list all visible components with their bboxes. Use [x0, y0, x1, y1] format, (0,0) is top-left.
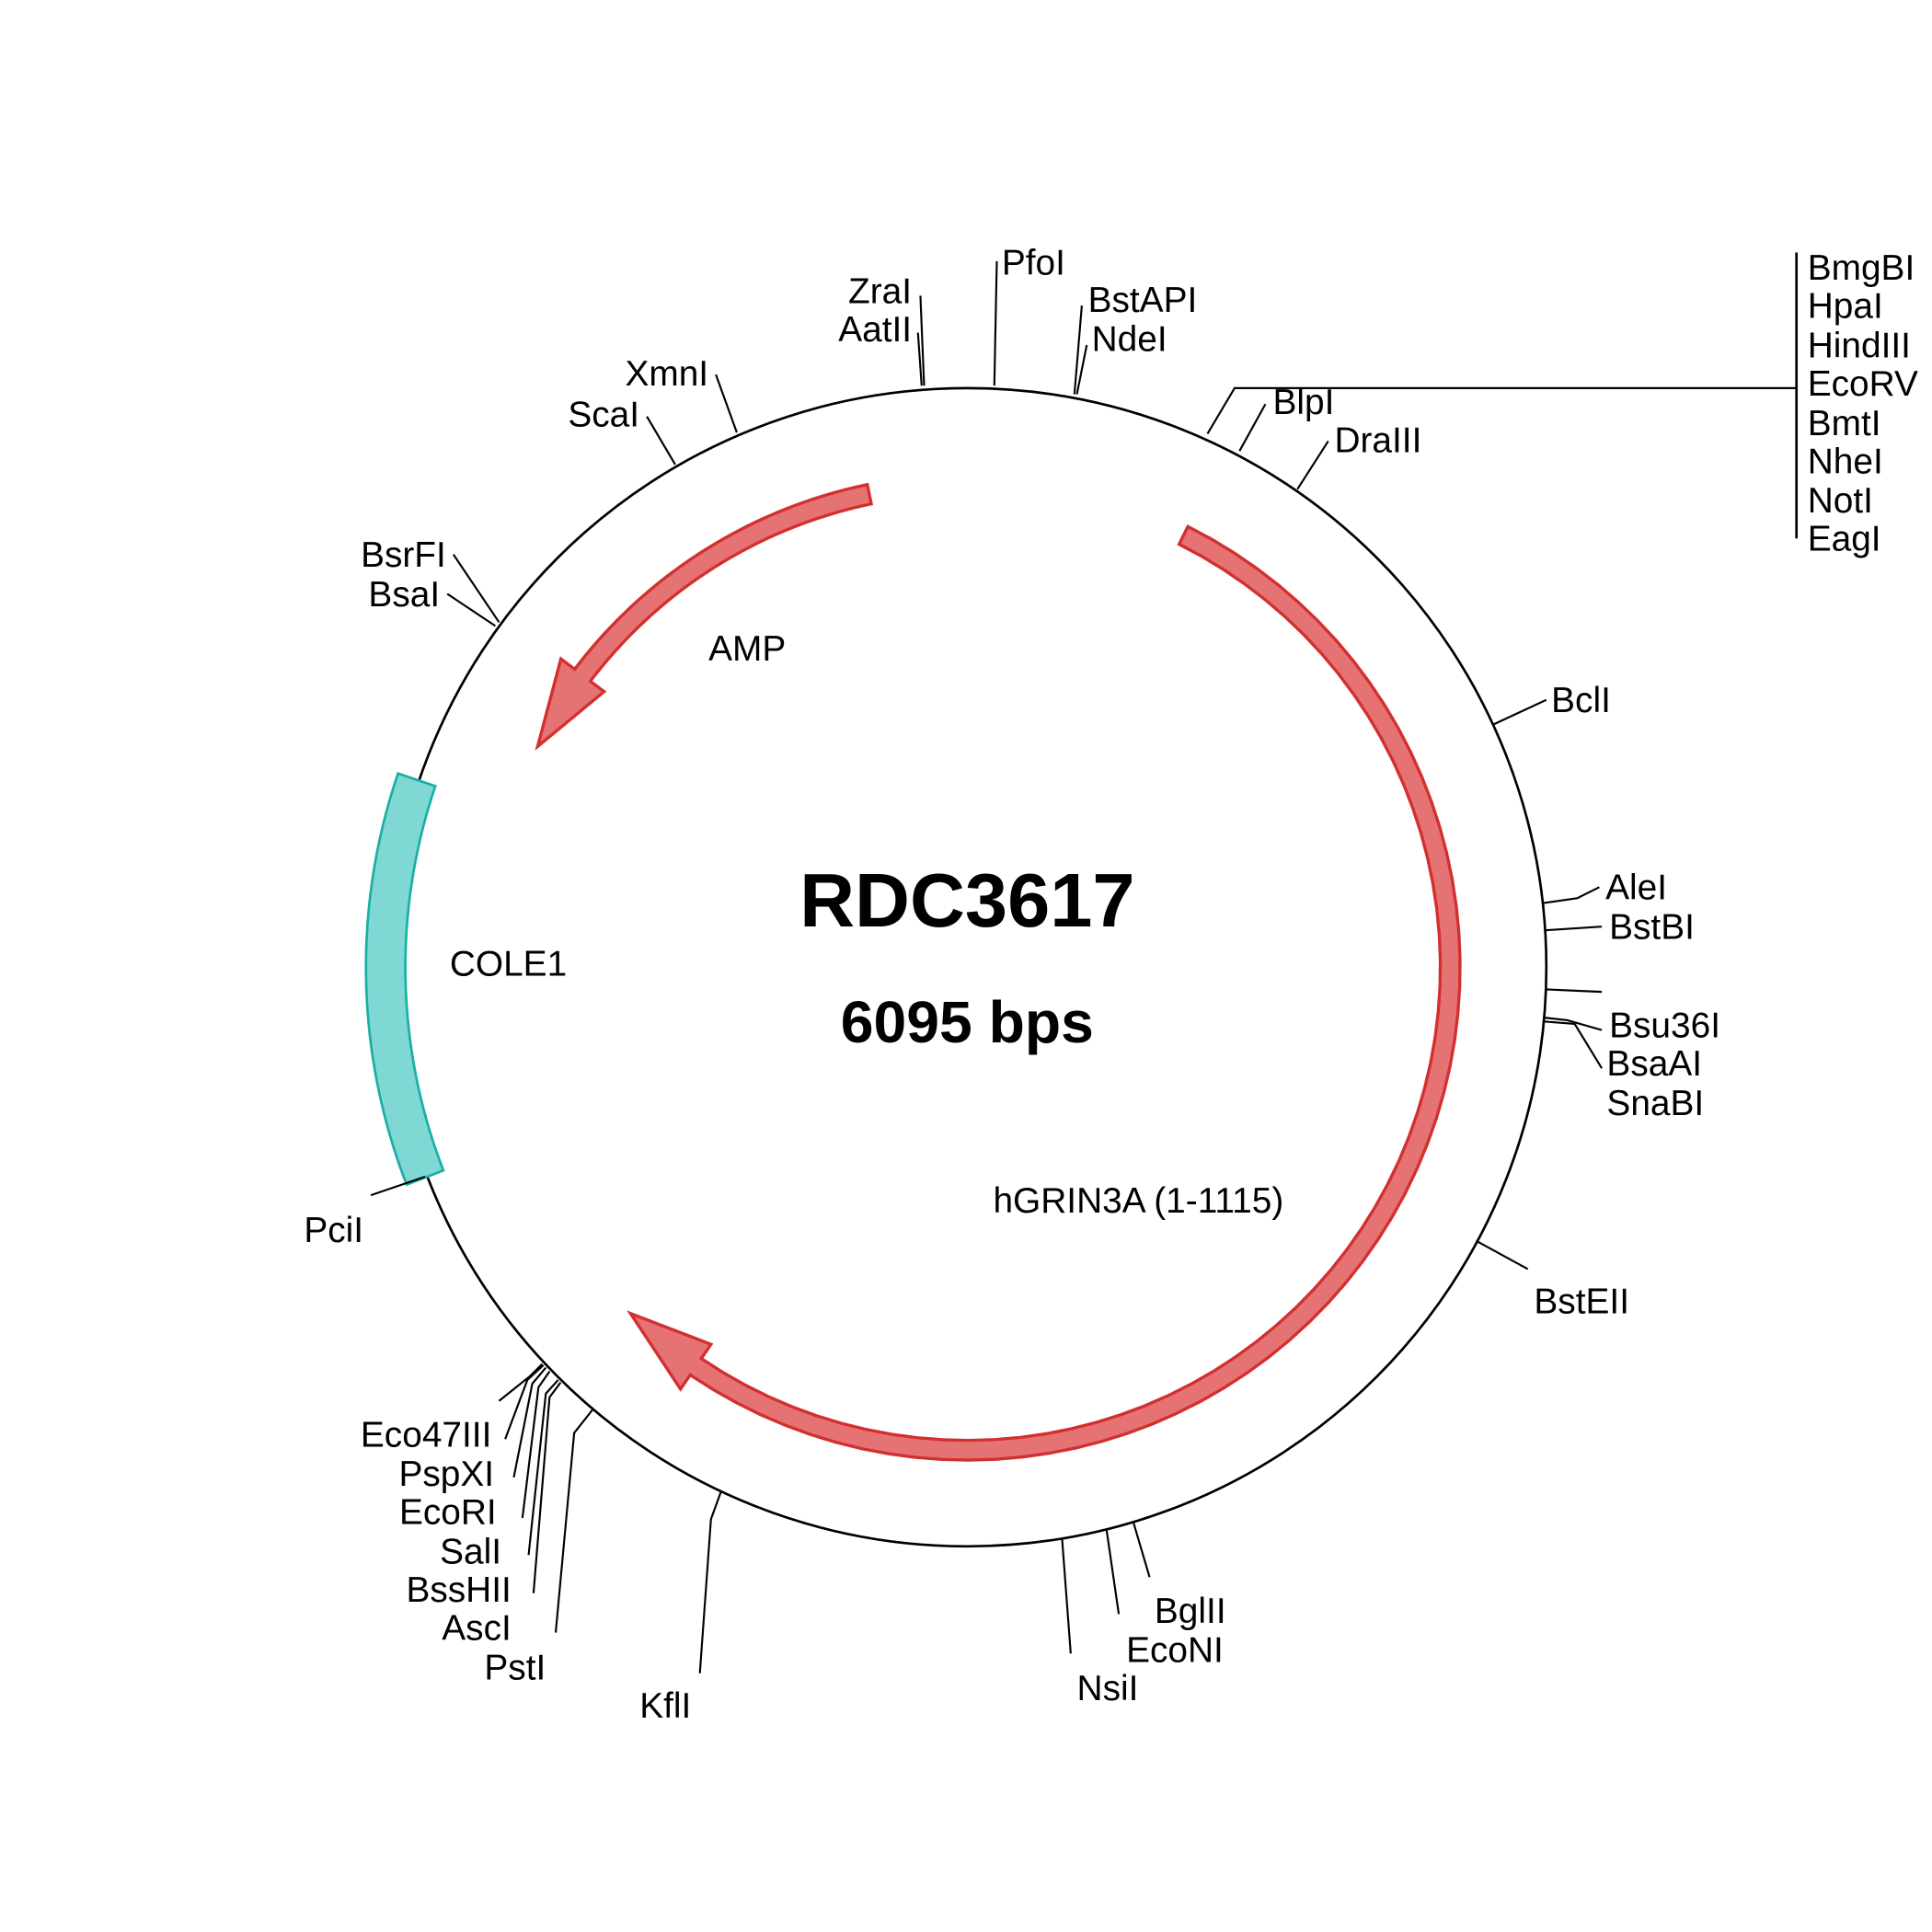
site-tick-bsaai [1545, 1017, 1603, 1031]
site-tick-zrai [919, 295, 926, 386]
site-tick-xmni [715, 374, 738, 433]
site-tick-sali [521, 1371, 551, 1519]
site-label-asci: AscI [442, 1609, 512, 1649]
site-label-hindiii: HindIII [1808, 326, 1911, 365]
hgrin3a-arrow [627, 524, 1462, 1462]
site-label-alei: AleI [1605, 868, 1667, 908]
site-label-pfoi: PfoI [1002, 244, 1065, 283]
site-label-bsu36i: Bsu36I [1609, 1006, 1720, 1046]
site-label-ndei: NdeI [1092, 320, 1167, 360]
site-label-bsai: BsaI [368, 575, 440, 615]
site-tick-pspxi [504, 1364, 545, 1440]
site-label-scai: ScaI [568, 395, 639, 434]
feature-label-hgrin3a: hGRIN3A (1-1115) [993, 1181, 1283, 1221]
site-tick-asci [532, 1382, 562, 1593]
site-label-psti: PstI [484, 1648, 546, 1687]
site-label-zrai: ZraI [848, 271, 912, 311]
site-tick-bsu36i [1546, 988, 1603, 994]
site-label-bmti: BmtI [1808, 404, 1881, 443]
site-tick-alei [1542, 886, 1600, 904]
site-label-blpi: BlpI [1272, 383, 1334, 422]
site-label-eco47iii: Eco47III [361, 1415, 491, 1455]
site-label-bsshii: BssHII [406, 1570, 511, 1610]
site-label-pspxi: PspXI [398, 1455, 494, 1494]
site-label-pcii: PciI [304, 1211, 363, 1250]
site-label-snabi: SnaBI [1606, 1084, 1704, 1123]
site-tick-psti [554, 1409, 594, 1633]
site-label-kfli: KflI [639, 1686, 691, 1726]
plasmid-length: 6095 bps [841, 989, 1094, 1055]
site-label-nhei: NheI [1808, 442, 1883, 481]
amp-arrow [535, 482, 874, 751]
site-label-econi: EcoNI [1126, 1631, 1224, 1671]
site-tick-kfli [698, 1491, 722, 1673]
site-tick-snabi [1544, 1020, 1603, 1069]
site-label-ecorv: EcoRV [1808, 364, 1918, 404]
site-tick-bmgbi [1206, 386, 1797, 434]
site-tick-draiii [1296, 440, 1329, 490]
site-tick-bcli [1492, 698, 1547, 726]
site-tick-scai [646, 416, 676, 466]
site-tick-aatii [916, 332, 923, 386]
cole1-origin [364, 772, 445, 1187]
site-tick-bsrfi [452, 554, 500, 623]
site-tick-eco47iii [498, 1363, 544, 1402]
plasmid-name: RDC3617 [799, 857, 1135, 943]
site-tick-pcii [370, 1176, 426, 1197]
site-label-bsaai: BsaAI [1606, 1044, 1702, 1084]
feature-label-cole1: COLE1 [450, 945, 567, 984]
site-tick-bglii [1133, 1523, 1151, 1578]
site-label-bstbi: BstBI [1609, 908, 1695, 948]
site-tick-econi [1105, 1528, 1121, 1615]
site-tick-blpi [1238, 403, 1267, 452]
site-label-aatii: AatII [838, 310, 912, 350]
site-label-bmgbi: BmgBI [1808, 248, 1915, 288]
site-label-bglii: BglII [1155, 1592, 1226, 1631]
site-label-draiii: DraIII [1334, 421, 1421, 461]
site-tick-bsai [446, 592, 496, 627]
feature-label-amp: AMP [708, 629, 786, 669]
site-tick-bstapi [1073, 305, 1083, 395]
site-label-bcli: BclI [1551, 681, 1611, 720]
site-label-noti: NotI [1808, 481, 1873, 521]
site-label-bsrfi: BsrFI [361, 535, 446, 575]
site-label-bsteii: BstEII [1534, 1282, 1629, 1322]
site-tick-ndei [1075, 344, 1088, 395]
site-label-hpai: HpaI [1808, 287, 1883, 327]
site-tick-bsteii [1475, 1239, 1529, 1271]
site-label-sali: SalI [440, 1533, 501, 1572]
site-label-bstapi: BstAPI [1088, 281, 1198, 320]
site-label-ecori: EcoRI [399, 1493, 497, 1533]
site-tick-nsii [1061, 1538, 1072, 1654]
site-tick-pfoi [993, 260, 998, 386]
site-label-xmni: XmnI [625, 354, 708, 394]
site-tick-bstbi [1545, 926, 1603, 932]
site-tick-ecori [512, 1366, 547, 1478]
site-label-nsii: NsiI [1077, 1669, 1139, 1708]
site-label-eagi: EagI [1808, 520, 1881, 559]
site-tick-bsshii [527, 1379, 559, 1556]
